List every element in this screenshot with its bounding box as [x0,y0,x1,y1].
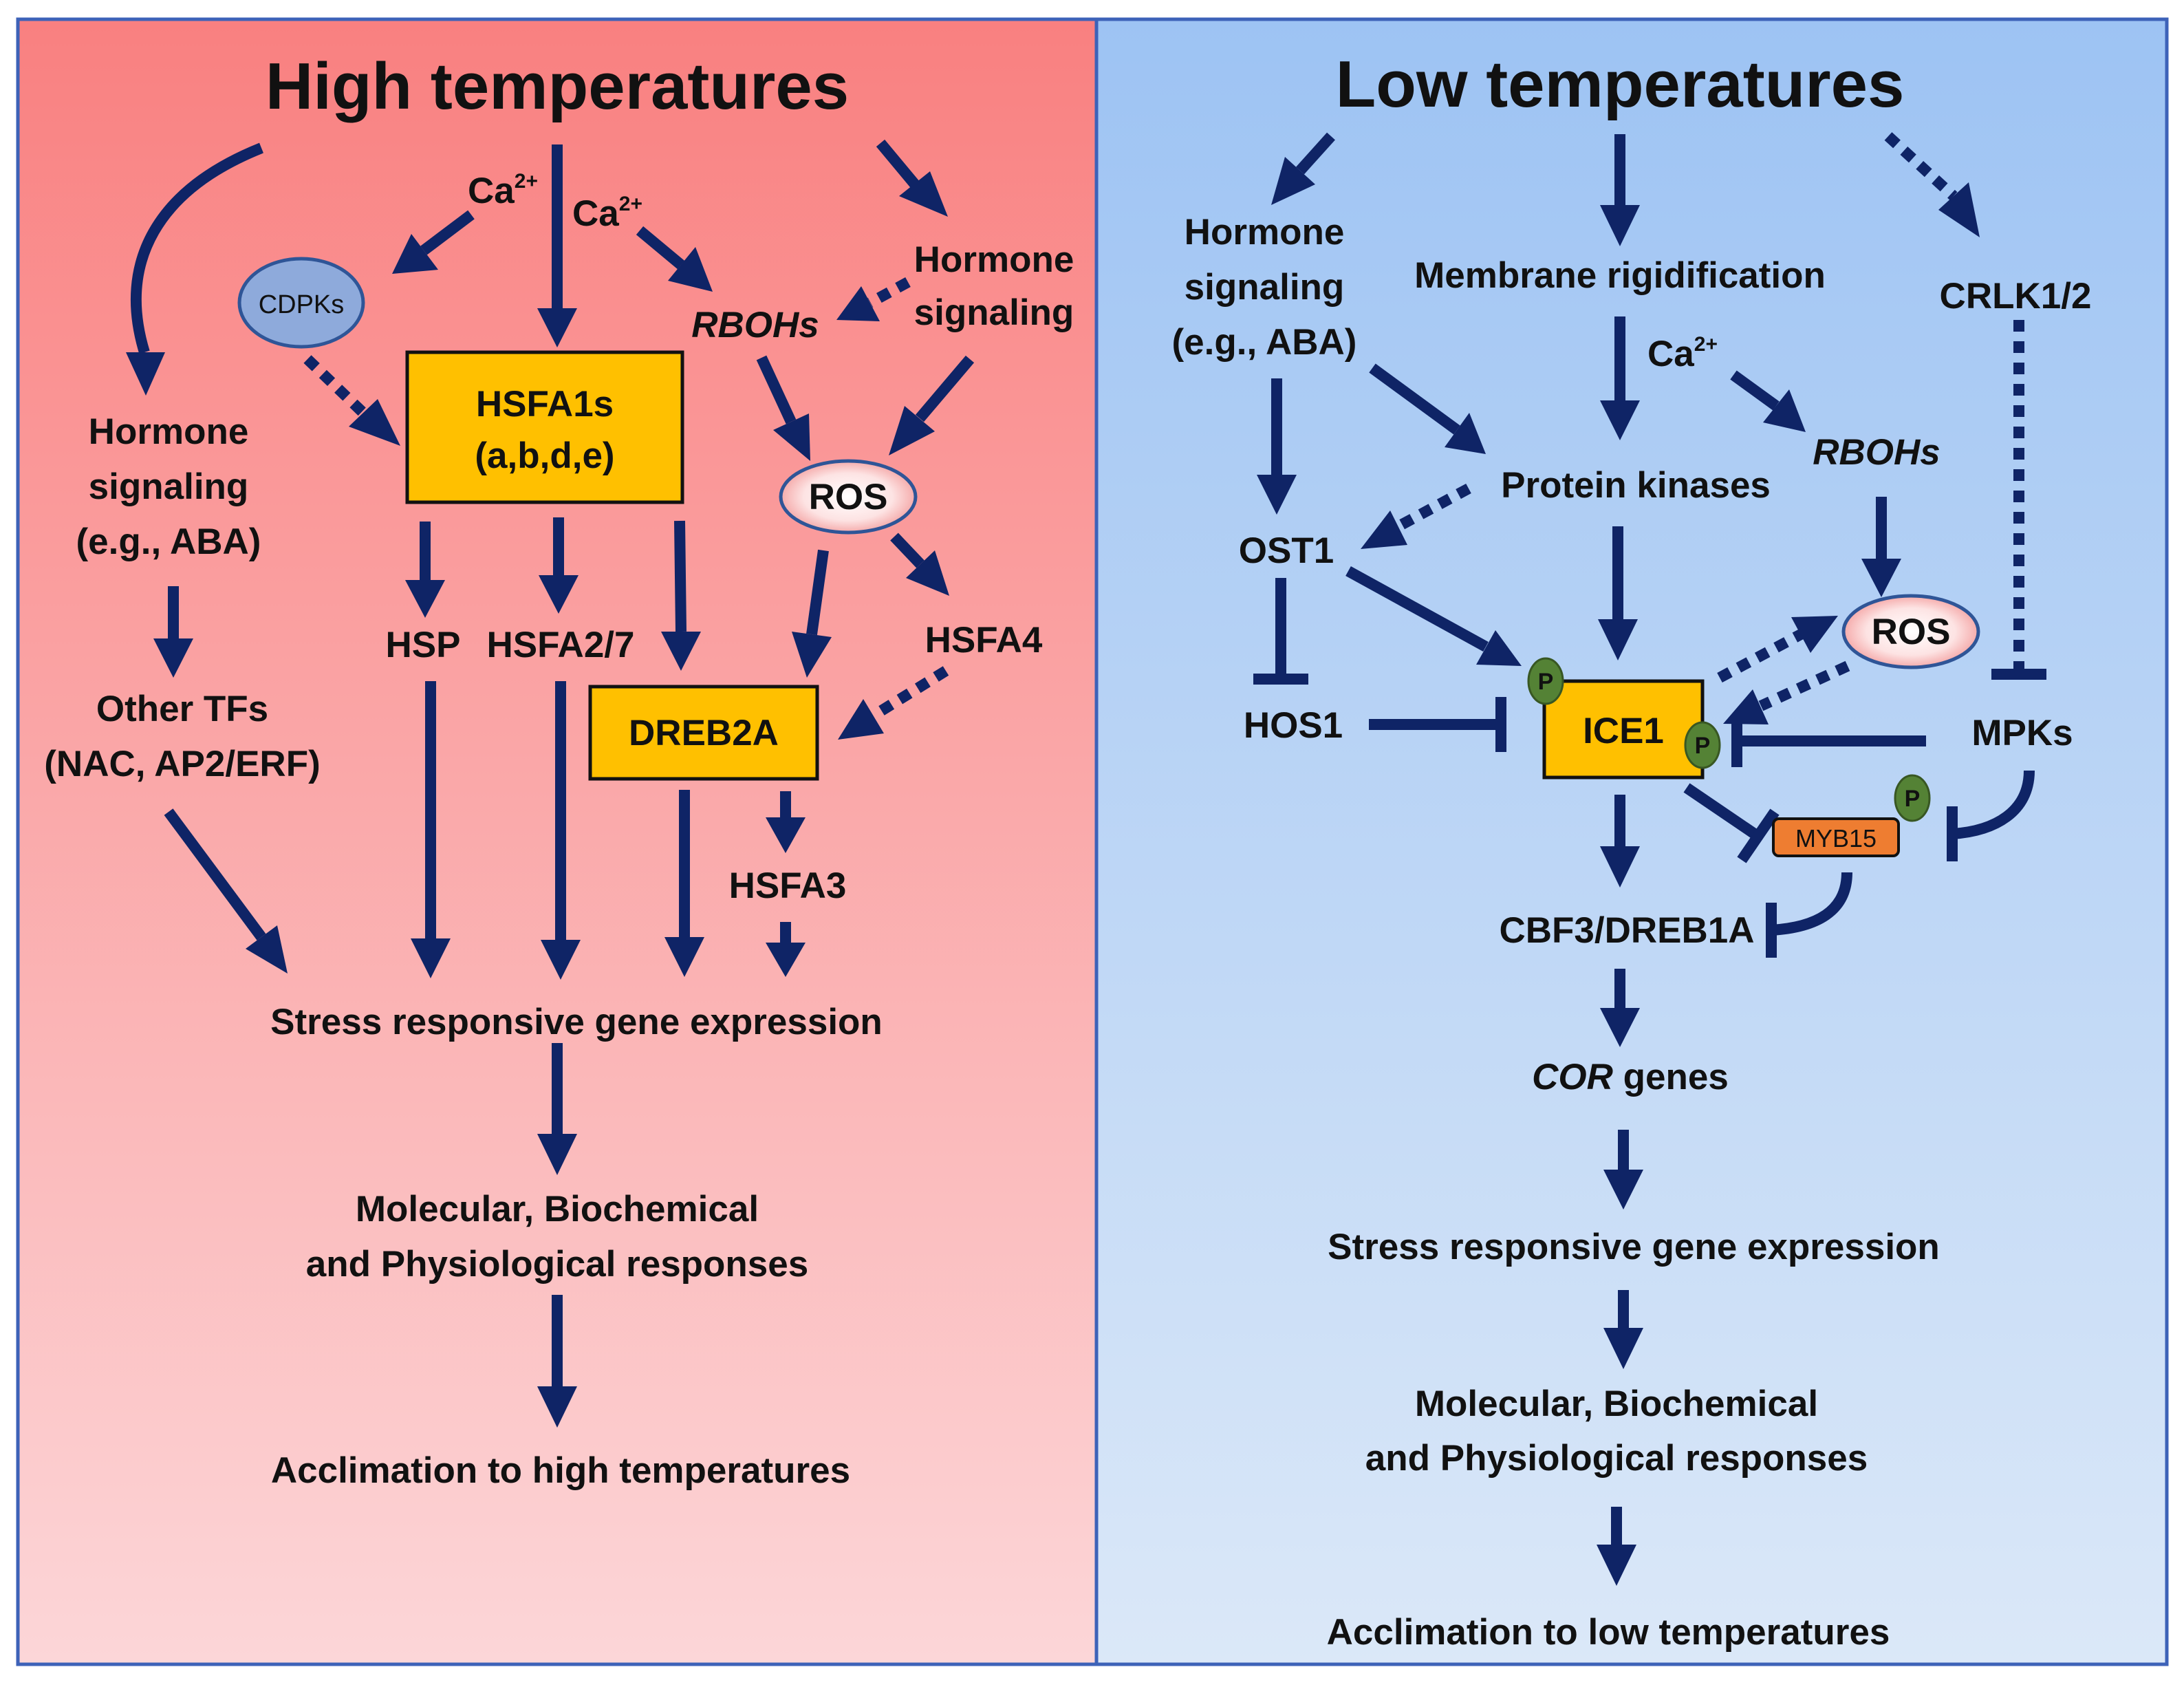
high-responses-line2: and Physiological responses [306,1244,808,1285]
low-title: Low temperatures [1336,47,1905,121]
hos1-label: HOS1 [1244,705,1343,746]
high-title: High temperatures [266,50,849,123]
dreb2a-box [588,685,819,781]
myb15-phospho-label: P [1905,786,1921,812]
low-ros-label: ROS [1872,612,1951,652]
high-hormone-left-line3: (e.g., ABA) [76,522,261,562]
high-arrows [126,139,975,1428]
low-hormone-line3: (e.g., ABA) [1172,322,1357,363]
hsfa1s-label-line1: HSFA1s [476,384,614,425]
hsp-label: HSP [386,625,461,665]
low-acclimation-label: Acclimation to low temperatures [1327,1612,1890,1653]
hsfa4-label: HSFA4 [925,620,1043,660]
myb15-phospho [1894,774,1931,822]
other-tfs-line1: Other TFs [96,689,268,729]
high-hormone-right-line1: Hormone [914,239,1074,280]
high-responses-line1: Molecular, Biochemical [356,1189,759,1229]
low-hormone-line1: Hormone [1185,212,1345,252]
low-hormone-line2: signaling [1185,267,1345,308]
high-acclimation-label: Acclimation to high temperatures [271,1450,850,1491]
hsfa1s-label-line2: (a,b,d,e) [475,436,614,476]
crlk-label: CRLK1/2 [1940,276,2092,316]
low-responses-line2: and Physiological responses [1365,1438,1868,1479]
ice1-phospho-right-label: P [1695,733,1711,759]
protein-kinases-label: Protein kinases [1501,465,1771,506]
membrane-label: Membrane rigidification [1414,255,1826,296]
high-ros-label: ROS [809,477,888,517]
mpks-label: MPKs [1971,713,2073,753]
high-hormone-right-line2: signaling [914,292,1074,333]
low-ca: Ca2+ [1647,333,1718,374]
low-responses-line1: Molecular, Biochemical [1415,1384,1818,1424]
low-arrows [1253,132,2046,1586]
hsfa3-label: HSFA3 [729,866,847,906]
cbf3-label: CBF3/DREB1A [1499,910,1754,951]
hsfa1s-box [405,350,684,504]
cdpks-label: CDPKs [259,290,345,319]
ice1-phospho-top [1527,657,1564,705]
high-ca-left: Ca2+ [468,170,538,211]
low-stress-label: Stress responsive gene expression [1328,1227,1940,1267]
ost1-label: OST1 [1239,530,1334,571]
high-stress-label: Stress responsive gene expression [270,1002,883,1042]
cor-genes-label: COR genes [1532,1057,1729,1097]
myb15-box [1772,817,1900,857]
ice1-box [1542,679,1705,780]
ice1-phospho-right [1684,721,1721,769]
dreb2a-label: DREB2A [629,713,779,753]
high-hormone-left-line1: Hormone [89,411,249,452]
high-ca-right: Ca2+ [572,193,642,234]
myb15-label: MYB15 [1795,824,1877,852]
hsfa27-label: HSFA2/7 [486,625,634,665]
high-ros-node [779,459,918,535]
ice1-phospho-top-label: P [1538,669,1554,695]
other-tfs-line2: (NAC, AP2/ERF) [44,744,320,784]
high-hormone-left-line2: signaling [89,466,249,507]
low-rbohs: RBOHs [1813,432,1940,473]
cdpks-node [237,257,365,349]
ice1-label: ICE1 [1583,711,1664,751]
low-temperature-panel [1094,17,2169,1666]
high-rbohs: RBOHs [691,305,819,345]
low-ros-node [1841,594,1980,669]
